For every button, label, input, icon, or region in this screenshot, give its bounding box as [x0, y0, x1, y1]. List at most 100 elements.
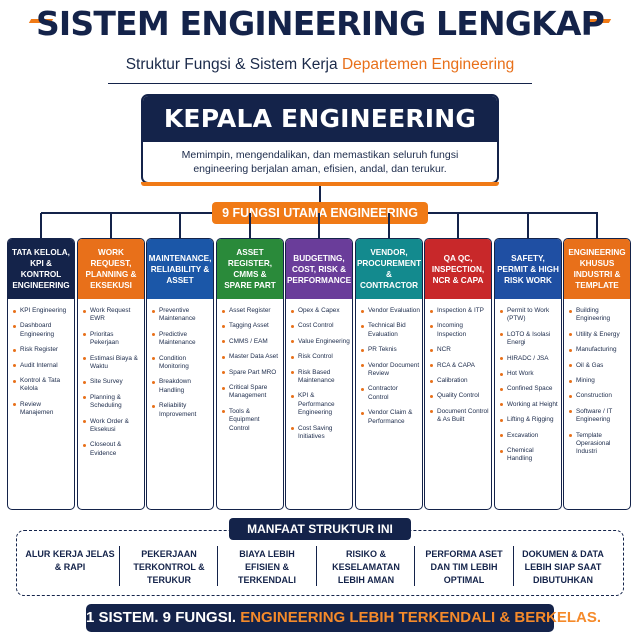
list-item: Oil & Gas — [569, 362, 628, 370]
list-item: Risk Control — [291, 353, 350, 361]
kepala-engineering-box: KEPALA ENGINEERING Memimpin, mengendalik… — [141, 94, 499, 184]
list-item: Kontrol & Tata Kelola — [13, 377, 72, 394]
list-item: Review Manajemen — [13, 401, 72, 418]
list-item: Spare Part MRO — [222, 369, 281, 377]
list-item: Condition Monitoring — [152, 355, 211, 372]
connector-drop — [596, 213, 598, 239]
list-item: Document Control & As Built — [430, 408, 489, 425]
page-title: SISTEM ENGINEERING LENGKAP — [35, 4, 605, 43]
list-item: Contractor Control — [361, 385, 420, 402]
footer-highlight: ENGINEERING LEBIH TERKENDALI & BERKELAS. — [240, 609, 602, 626]
function-column-title: ENGINEERING KHUSUS INDUSTRI & TEMPLATE — [564, 239, 630, 299]
list-item: Planning & Scheduling — [83, 394, 142, 411]
list-item: Reliability Improvement — [152, 402, 211, 419]
benefit-divider — [513, 546, 514, 586]
list-item: LOTO & Isolasi Energi — [500, 331, 559, 348]
connector-drop — [40, 213, 42, 239]
list-item: Building Engineering — [569, 307, 628, 324]
fungsi-utama-label: 9 FUNGSI UTAMA ENGINEERING — [212, 202, 428, 224]
function-column-title: BUDGETING, COST, RISK & PERFORMANCE — [286, 239, 352, 299]
list-item: CMMS / EAM — [222, 338, 281, 346]
list-item: Excavation — [500, 432, 559, 440]
subtitle-part1: Struktur Fungsi & Sistem Kerja — [125, 56, 342, 73]
list-item: KPI & Performance Engineering — [291, 392, 350, 417]
list-item: Breakdown Handling — [152, 378, 211, 395]
connector-drop — [249, 213, 251, 239]
list-item: Master Data Aset — [222, 353, 281, 361]
list-item: Site Survey — [83, 378, 142, 386]
function-column-title: MAINTENANCE, RELIABILITY & ASSET — [147, 239, 213, 299]
connector-drop — [527, 213, 529, 239]
list-item: Closeout & Evidence — [83, 441, 142, 458]
list-item: Chemical Handling — [500, 447, 559, 464]
benefit-divider — [217, 546, 218, 586]
connector-drop — [388, 213, 390, 239]
list-item: Software / IT Engineering — [569, 408, 628, 425]
list-item: RCA & CAPA — [430, 362, 489, 370]
list-item: Mining — [569, 377, 628, 385]
kepala-engineering-description: Memimpin, mengendalikan, dan memastikan … — [181, 149, 459, 175]
benefit-item: PEKERJAAN TERKONTROL & TERUKUR — [133, 549, 205, 585]
function-column-title: ASSET REGISTER, CMMS & SPARE PART — [217, 239, 283, 299]
list-item: Technical Bid Evaluation — [361, 322, 420, 339]
benefit-item: RISIKO & KESELAMATAN LEBIH AMAN — [332, 549, 400, 585]
list-item: Template Operasional Industri — [569, 432, 628, 457]
list-item: Inspection & ITP — [430, 307, 489, 315]
list-item: Vendor Evaluation — [361, 307, 420, 315]
list-item: Predictive Maintenance — [152, 331, 211, 348]
function-column-title: QA QC, INSPECTION, NCR & CAPA — [425, 239, 491, 299]
list-item: Tagging Asset — [222, 322, 281, 330]
list-item: Vendor Document Review — [361, 362, 420, 379]
list-item: Utility & Energy — [569, 331, 628, 339]
benefit-divider — [316, 546, 317, 586]
list-item: Preventive Maintenance — [152, 307, 211, 324]
subtitle-highlight: Departemen Engineering — [341, 56, 515, 73]
footer-part1: 1 SISTEM. 9 FUNGSI. — [86, 609, 241, 626]
list-item: Critical Spare Management — [222, 384, 281, 401]
list-item: Construction — [569, 392, 628, 400]
list-item: Permit to Work (PTW) — [500, 307, 559, 324]
list-item: NCR — [430, 346, 489, 354]
benefit-item: BIAYA LEBIH EFISIEN & TERKENDALI — [238, 549, 296, 585]
list-item: PR Teknis — [361, 346, 420, 354]
connector-drop — [110, 213, 112, 239]
benefit-divider — [414, 546, 415, 586]
function-column-title: TATA KELOLA, KPI & KONTROL ENGINEERING — [8, 239, 74, 299]
list-item: Manufacturing — [569, 346, 628, 354]
list-item: Work Order & Eksekusi — [83, 418, 142, 435]
list-item: Calibration — [430, 377, 489, 385]
benefit-item: DOKUMEN & DATA LEBIH SIAP SAAT DIBUTUHKA… — [522, 549, 604, 585]
benefit-item: PERFORMA ASET DAN TIM LEBIH OPTIMAL — [425, 549, 503, 585]
connector-trunk — [319, 186, 321, 202]
function-column-title: WORK REQUEST, PLANNING & EKSEKUSI — [78, 239, 144, 299]
title-rule — [108, 83, 532, 84]
list-item: Cost Saving Initiatives — [291, 425, 350, 442]
list-item: Audit Internal — [13, 362, 72, 370]
list-item: Hot Work — [500, 370, 559, 378]
list-item: Value Engineering — [291, 338, 350, 346]
connector-drop — [179, 213, 181, 239]
function-column: VENDOR, PROCUREMENT & CONTRACTOR Vendor E… — [355, 238, 423, 510]
list-item: Dashboard Engineering — [13, 322, 72, 339]
list-item: Asset Register — [222, 307, 281, 315]
head-accent-bar — [141, 182, 499, 186]
list-item: HIRADC / JSA — [500, 355, 559, 363]
page-subtitle: Struktur Fungsi & Sistem Kerja Departeme… — [0, 56, 640, 74]
function-column-title: VENDOR, PROCUREMENT & CONTRACTOR — [356, 239, 422, 299]
manfaat-title: MANFAAT STRUKTUR INI — [229, 518, 411, 540]
list-item: Estimasi Biaya & Waktu — [83, 355, 142, 372]
kepala-engineering-title: KEPALA ENGINEERING — [143, 96, 497, 142]
list-item: Prioritas Pekerjaan — [83, 331, 142, 348]
